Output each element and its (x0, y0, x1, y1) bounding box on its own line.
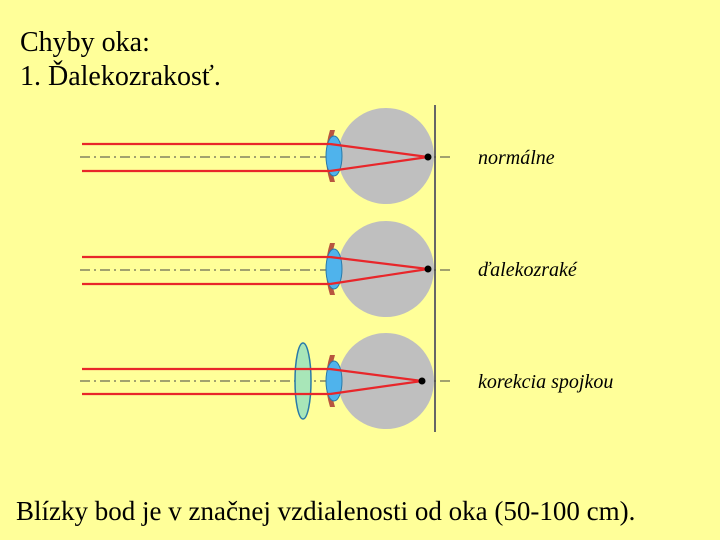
eye-normal: normálne (80, 108, 555, 204)
eye-corrected: korekcia spojkou (80, 333, 613, 429)
label-corrected: korekcia spojkou (478, 371, 613, 393)
footer-note: Blízky bod je v značnej vzdialenosti od … (16, 496, 635, 527)
focus-point (425, 266, 432, 273)
eye-farsighted: ďalekozraké (80, 221, 578, 317)
label-farsighted: ďalekozraké (478, 259, 578, 281)
corrective-convex-lens (295, 343, 311, 419)
label-normal: normálne (478, 147, 555, 169)
focus-point (425, 154, 432, 161)
focus-point (419, 378, 426, 385)
